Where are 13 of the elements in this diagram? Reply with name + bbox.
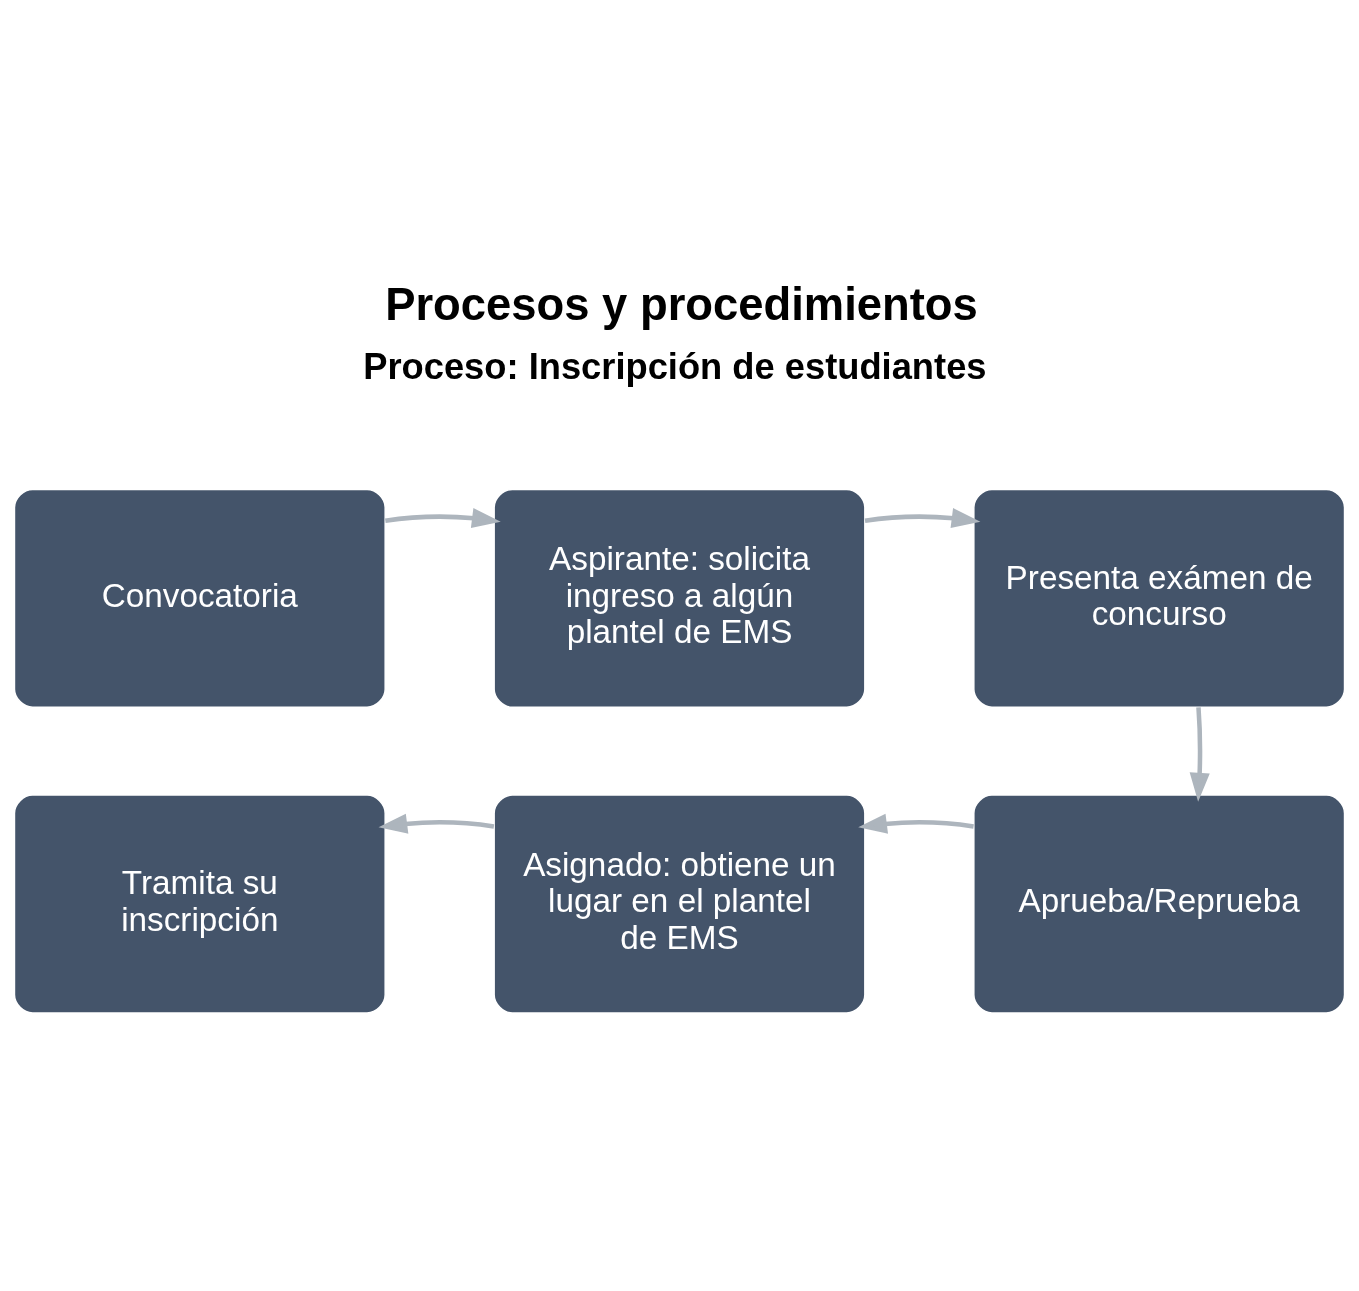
node-box: Tramita su inscripción [13,793,386,1014]
arrow [864,507,981,528]
arrow [1189,706,1210,802]
arrow [858,813,974,834]
label: Proceso: Inscripción de estudiantes [363,345,987,387]
arrow [385,507,501,528]
node-box: Aspirante: solicita ingreso a algún plantel de EMS [493,488,866,708]
node-box: Presenta exámen de concurso [973,488,1346,708]
diagram-title: Procesos y procedimientos [385,278,978,330]
node-box: Asignado: obtiene un lugar en el plantel de EMS [493,793,866,1014]
arrow [378,813,495,834]
node-box: Aprueba/Reprueba [973,793,1346,1014]
node-box: Convocatoria [13,488,386,708]
